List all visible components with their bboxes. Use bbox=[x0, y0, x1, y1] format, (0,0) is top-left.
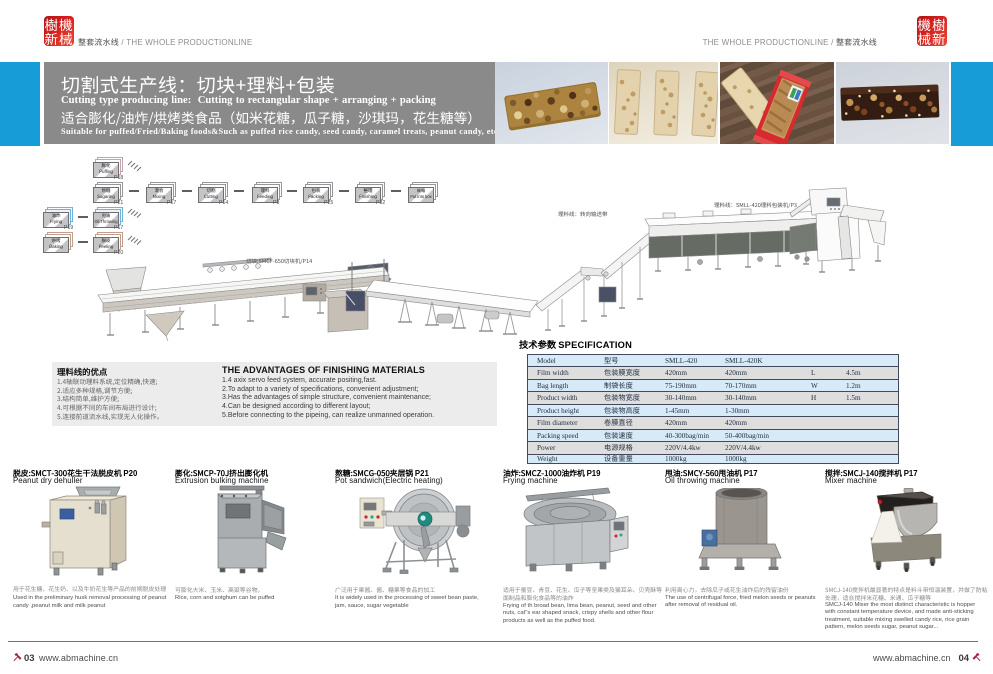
svg-text:切块:SMCF-650切块机/P14: 切块:SMCF-650切块机/P14 bbox=[246, 257, 312, 265]
svg-text:理料线：转向输送带: 理料线：转向输送带 bbox=[558, 210, 608, 218]
svg-text:理料线：SMLL-420理料包装机/P3: 理料线：SMLL-420理料包装机/P3 bbox=[714, 201, 797, 209]
